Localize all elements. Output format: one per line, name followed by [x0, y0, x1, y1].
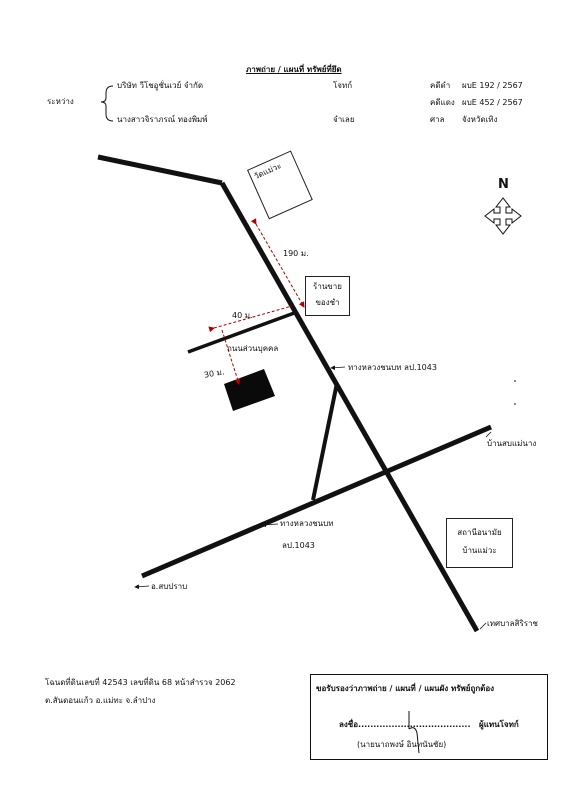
- deed-line: โฉนดที่ดินเลขที่ 42543 เลขที่ดิน 68 หน้า…: [45, 678, 236, 687]
- health-center-box: สถานีอนามัย บ้านแม่วะ: [446, 518, 513, 568]
- defendant-role: จำเลย: [333, 115, 355, 124]
- private-road-line: [187, 310, 298, 354]
- certify-text: ขอรับรองว่าภาพถ่าย / แผนที่ / แผนผัง ทรั…: [316, 684, 495, 693]
- signer-name: (นายนาถพงษ์ อินทนันชัย): [357, 740, 447, 749]
- compass-icon: [484, 197, 522, 235]
- shop-box: ร้านขาย ของชำ: [305, 276, 350, 316]
- black-case-number: ผบE 192 / 2567: [462, 81, 523, 90]
- sop-prap-arrow: [134, 584, 150, 590]
- ban-sop-mae-nang-label: บ้านสบแม่นาง: [487, 439, 537, 448]
- highway-label-arrow: [330, 365, 346, 371]
- party-bracket: [100, 85, 114, 122]
- road-main-1043: [219, 181, 480, 633]
- plaintiff-role: โจทก์: [333, 81, 353, 90]
- private-road-label: ถนนส่วนบุคคล: [227, 344, 279, 353]
- distance-30-line: [221, 329, 241, 385]
- highway-1043-label: ทางหลวงชนบท ลป.1043: [348, 363, 437, 372]
- property-parcel: [224, 369, 275, 411]
- plaintiff-name: บริษัท วีโชอูชั่นเวย์ จำกัด: [117, 81, 204, 90]
- between-label: ระหว่าง: [47, 97, 74, 106]
- road-west: [97, 154, 223, 186]
- shop-label-2: ของชำ: [315, 298, 340, 307]
- signature-mark: [408, 711, 420, 754]
- page-title: ภาพถ่าย / แผนที่ ทรัพย์ที่ยึด: [246, 65, 342, 74]
- distance-190-label: 190 ม.: [283, 249, 309, 258]
- sirirat-label: เทศบาลสิริราช: [487, 619, 538, 628]
- sop-prap-label: อ.สบปราบ: [151, 582, 188, 591]
- health-center-label-1: สถานีอนามัย: [457, 528, 502, 537]
- lower-highway-label-1: ทางหลวงชนบท: [280, 519, 334, 528]
- red-case-label: คดีแดง: [430, 98, 455, 107]
- north-label: N: [498, 177, 509, 192]
- sign-role: ผู้แทนโจทก์: [479, 720, 519, 729]
- distance-40-label: 40 ม.: [232, 311, 253, 320]
- distance-40-line: [208, 305, 293, 333]
- certification-box: ขอรับรองว่าภาพถ่าย / แผนที่ / แผนผัง ทรั…: [310, 674, 548, 760]
- road-sop-prap: [141, 424, 492, 579]
- distance-190-line: [250, 218, 305, 308]
- sop-mae-nang-tick: [485, 431, 492, 438]
- defendant-name: นางสาวจิราภรณ์ ทองพิมพ์: [117, 115, 208, 124]
- shop-label-1: ร้านขาย: [313, 282, 342, 291]
- sirirat-tick: [479, 622, 487, 630]
- location-line: ต.สันดอนแก้ว อ.แม่ทะ จ.ลำปาง: [45, 696, 156, 705]
- road-connector: [311, 382, 339, 501]
- lower-highway-label-2: ลป.1043: [282, 541, 315, 550]
- black-case-label: คดีดำ: [430, 81, 451, 90]
- lower-highway-label-arrow: [261, 522, 279, 528]
- health-center-label-2: บ้านแม่วะ: [462, 546, 497, 555]
- red-case-number: ผบE 452 / 2567: [462, 98, 523, 107]
- court-label: ศาล: [430, 115, 445, 124]
- sign-line: ลงชื่อ..................................…: [339, 720, 471, 729]
- court-name: จังหวัดเทิง: [462, 115, 498, 124]
